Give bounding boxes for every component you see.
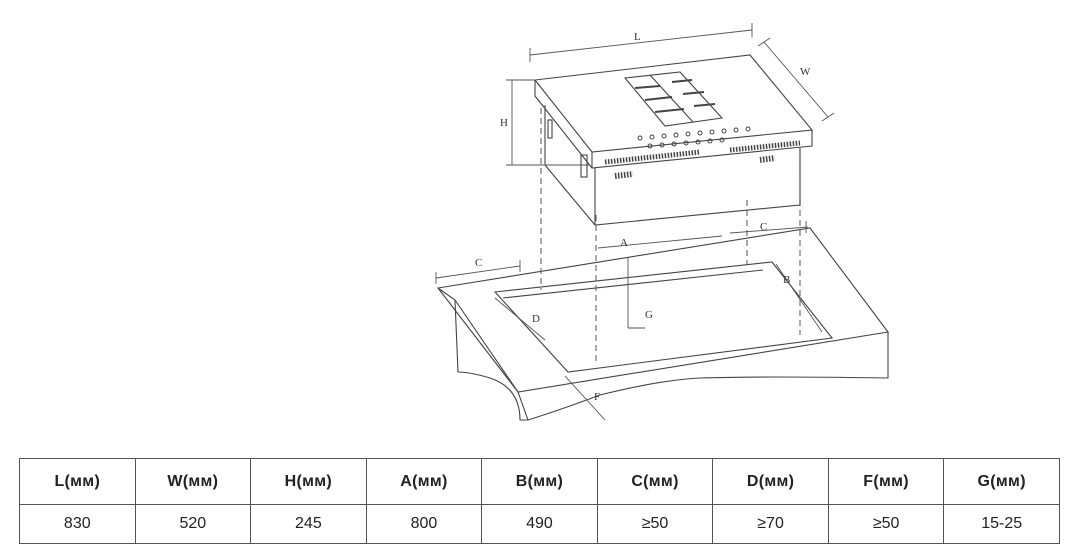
- label-W: W: [800, 66, 811, 78]
- label-L: L: [634, 31, 641, 43]
- col-header-D: D(мм): [712, 458, 829, 505]
- table-row: 830 520 245 800 490 ≥50 ≥70 ≥50 15-25: [19, 504, 1060, 544]
- label-B: B: [783, 274, 790, 286]
- cell-D: ≥70: [712, 504, 829, 544]
- cell-H: 245: [250, 504, 367, 544]
- col-header-L: L(мм): [19, 458, 136, 505]
- cell-A: 800: [365, 504, 483, 544]
- col-header-G: G(мм): [943, 458, 1060, 505]
- dimension-labels: L W H A B C C D F G: [475, 31, 811, 403]
- label-F: F: [594, 391, 600, 403]
- label-G: G: [645, 309, 653, 321]
- label-C-right: C: [760, 221, 767, 233]
- hob-drawing: [533, 54, 814, 226]
- installation-diagram: L W H A B C C D F G: [435, 23, 889, 421]
- cell-L: 830: [19, 504, 136, 544]
- cell-F: ≥50: [827, 504, 945, 544]
- col-header-F: F(мм): [827, 458, 945, 505]
- dimension-lines: [435, 23, 835, 421]
- label-H: H: [500, 117, 508, 129]
- col-header-A: A(мм): [365, 458, 483, 505]
- label-A: A: [620, 237, 628, 249]
- col-header-H: H(мм): [250, 458, 367, 505]
- col-header-B: B(мм): [481, 458, 598, 505]
- countertop: [437, 227, 889, 421]
- cell-C: ≥50: [596, 504, 714, 544]
- col-header-W: W(мм): [134, 458, 252, 505]
- cell-G: 15-25: [943, 504, 1060, 544]
- cell-W: 520: [134, 504, 252, 544]
- col-header-C: C(мм): [596, 458, 714, 505]
- cell-B: 490: [481, 504, 598, 544]
- cutout: [493, 261, 834, 373]
- label-D: D: [532, 313, 540, 325]
- dimensions-table: L(мм) W(мм) H(мм) A(мм) B(мм) C(мм) D(мм…: [19, 458, 1060, 544]
- table-header-row: L(мм) W(мм) H(мм) A(мм) B(мм) C(мм) D(мм…: [19, 458, 1060, 505]
- label-C-left: C: [475, 257, 482, 269]
